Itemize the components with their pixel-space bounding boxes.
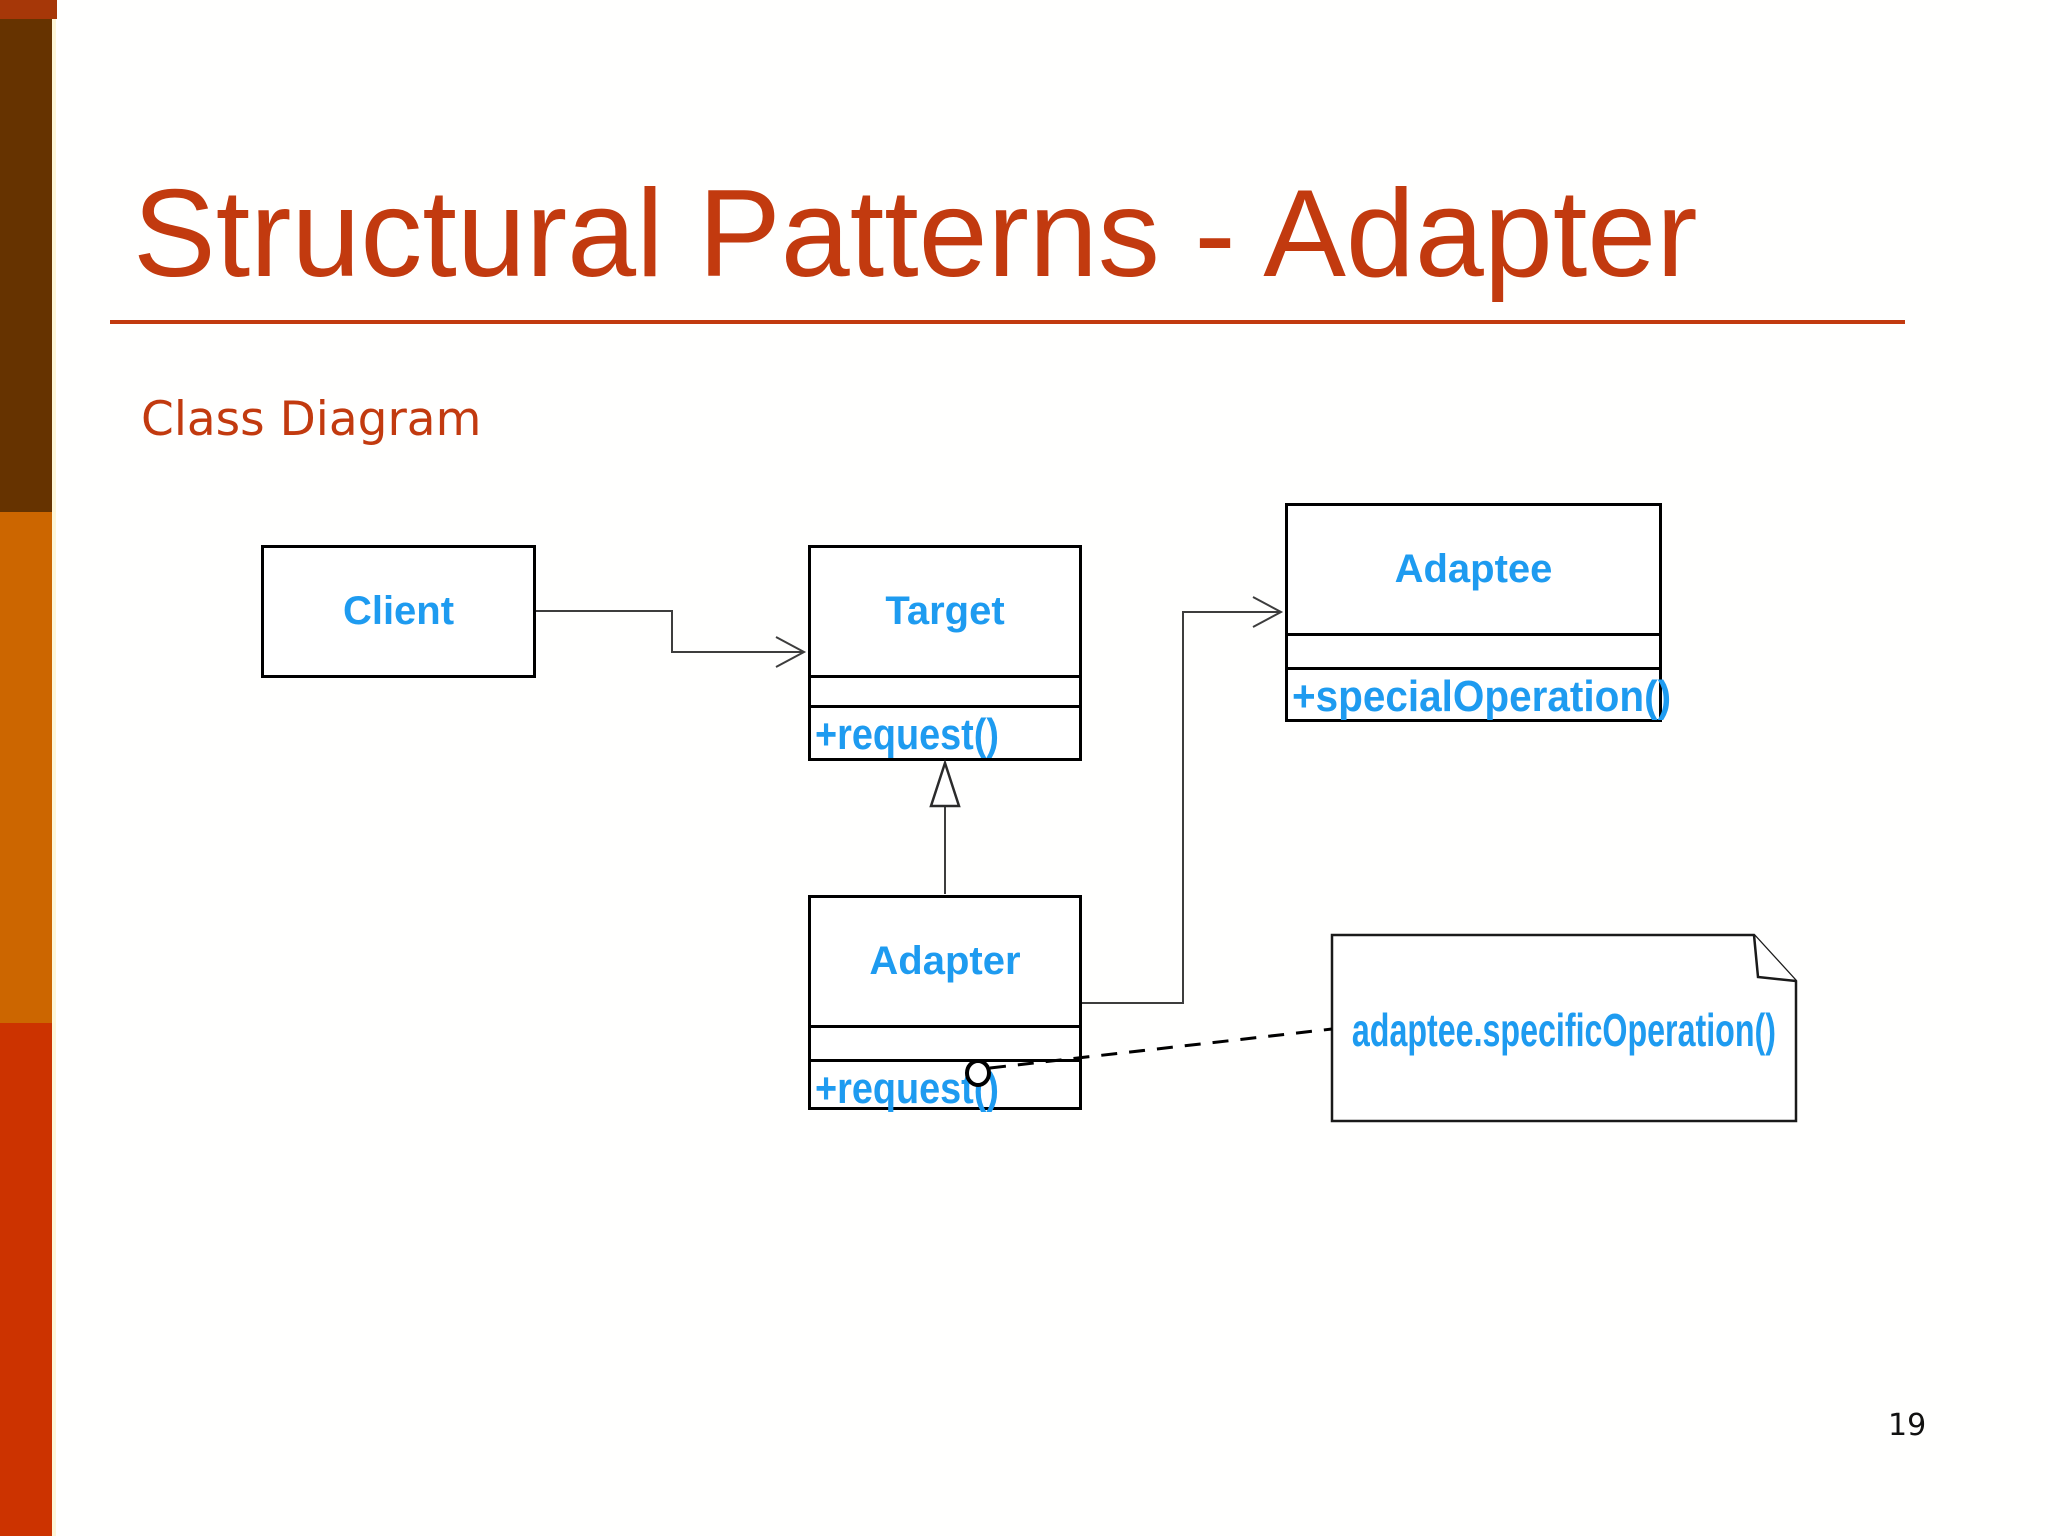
sidebar-band-red	[0, 1023, 52, 1536]
uml-class-target: Target +request()	[808, 545, 1082, 761]
generalization-triangle-icon	[929, 758, 961, 808]
uml-class-adaptee: Adaptee +specialOperation()	[1285, 503, 1671, 722]
corner-accent	[0, 0, 57, 19]
sidebar-edge-stripe	[52, 0, 56, 1536]
adaptee-method: +specialOperation()	[1292, 672, 1672, 721]
client-target-arrowhead-icon	[775, 636, 807, 668]
slide-title: Structural Patterns - Adapter	[133, 165, 1698, 303]
adapter-adaptee-arrowhead-icon	[1252, 596, 1284, 628]
target-attributes-divider	[811, 675, 1079, 678]
adaptee-methods-divider	[1288, 667, 1659, 670]
uml-class-client: Client	[261, 545, 536, 678]
target-method: +request()	[815, 710, 999, 759]
class-name-adaptee: Adaptee	[1394, 547, 1553, 591]
adapter-method: +request()	[815, 1064, 999, 1113]
adapter-attributes-divider	[811, 1025, 1079, 1028]
adaptee-attributes-divider	[1288, 633, 1659, 636]
adapter-adaptee-connector	[1082, 611, 1281, 1004]
adapter-methods-divider	[811, 1059, 1079, 1062]
title-underline	[110, 320, 1905, 324]
sidebar-decoration	[0, 0, 57, 1536]
sidebar-band-brown	[0, 0, 52, 512]
slide-subtitle: Class Diagram	[141, 392, 482, 447]
note-fold-icon	[1752, 934, 1797, 983]
class-name-adapter: Adapter	[869, 939, 1021, 983]
target-methods-divider	[811, 705, 1079, 708]
class-name-client: Client	[342, 589, 455, 633]
class-name-target: Target	[885, 589, 1005, 633]
page-number: 19	[1888, 1408, 1927, 1443]
sidebar-band-orange	[0, 512, 52, 1023]
uml-class-adapter: Adapter +request()	[808, 895, 1082, 1112]
client-target-connector	[536, 610, 804, 653]
note-text: adaptee.specificOperation()	[1351, 1004, 1777, 1056]
